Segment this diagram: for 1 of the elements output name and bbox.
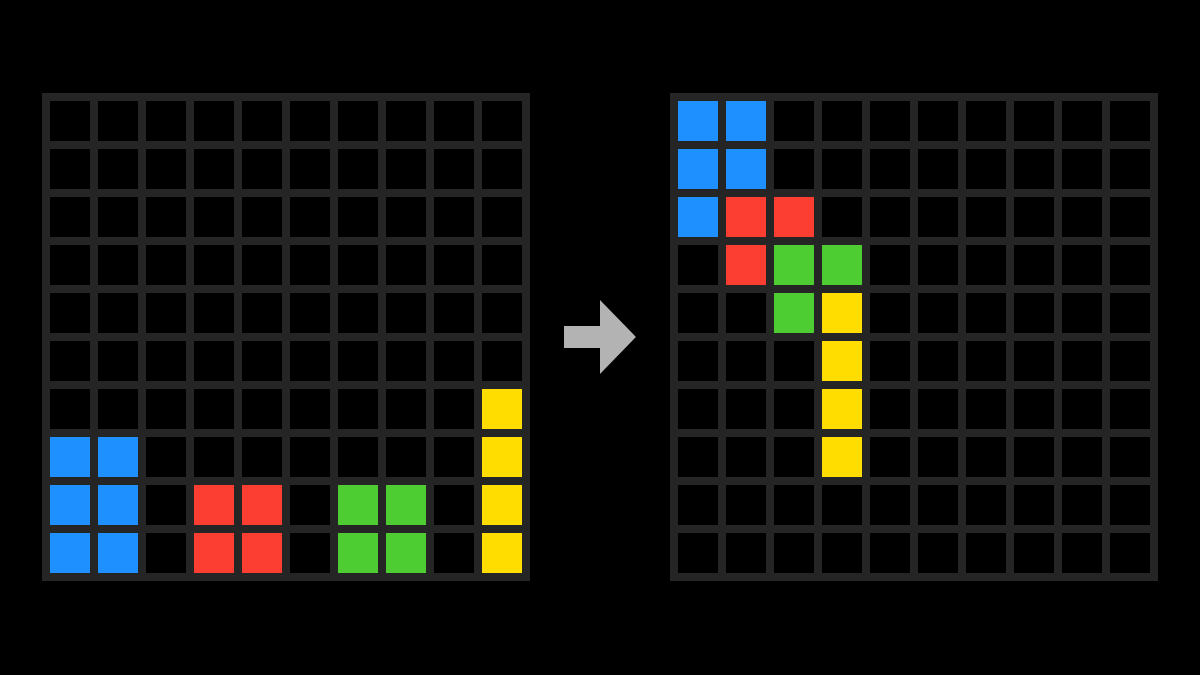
grid-board — [670, 93, 1158, 581]
